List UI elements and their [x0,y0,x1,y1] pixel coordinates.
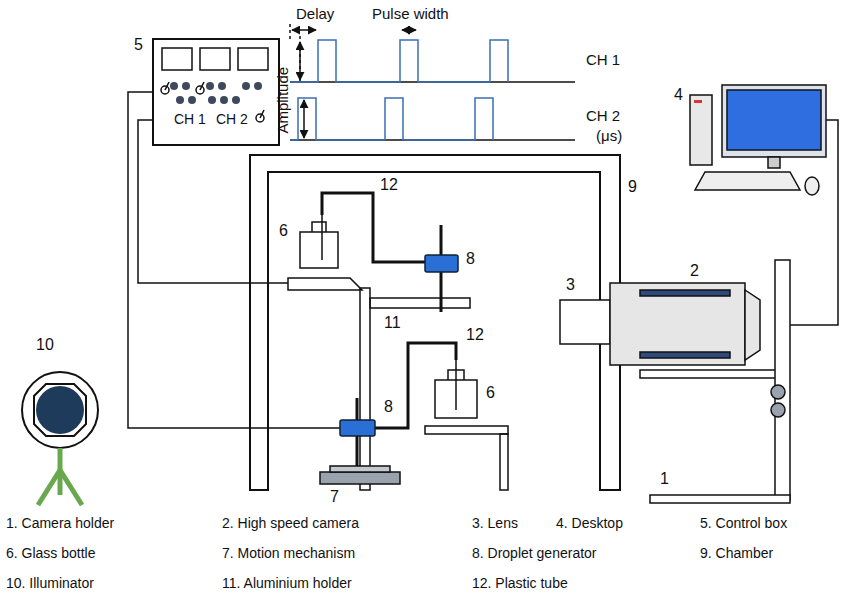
callout-number: 1 [660,470,669,488]
callout-number: 3 [566,276,575,294]
callout-number: 2 [690,262,699,280]
legend-item: 7. Motion mechanism [222,546,355,561]
callout-number: 9 [628,178,637,196]
callout-number: 6 [279,222,288,240]
control-box: CH 1 CH 2 [152,38,280,146]
legend-item: 1. Camera holder [6,516,114,531]
axis-label: Amplitude [275,67,292,134]
callout-number: 5 [134,36,143,54]
legend-item: 5. Control box [700,516,787,531]
callout-number: 6 [486,384,495,402]
callout-number: 12 [466,326,484,344]
legend-item: 11. Aluminium holder [222,576,352,591]
legend-item: 3. Lens [472,516,518,531]
callout-number: 8 [466,250,475,268]
callout-number: 11 [384,314,401,332]
callout-number: 8 [384,398,393,416]
legend-item: 10. Illuminator [6,576,94,591]
signal-label: Delay [296,6,334,23]
legend-item: 6. Glass bottle [6,546,96,561]
legend-item: 9. Chamber [700,546,773,561]
callout-number: 4 [674,86,683,104]
callout-number: 10 [36,336,54,354]
callout-number: 12 [380,176,398,194]
channel-label: CH 2 [586,108,620,125]
legend-item: 4. Desktop [556,516,623,531]
legend-item: 2. High speed camera [222,516,359,531]
signal-label: Pulse width [372,6,449,23]
axis-label: (μs) [596,128,622,145]
channel-label: CH 1 [174,112,206,127]
legend-item: 8. Droplet generator [472,546,597,561]
legend-item: 12. Plastic tube [472,576,568,591]
channel-label: CH 2 [216,112,248,127]
callout-number: 7 [330,488,339,506]
channel-label: CH 1 [586,52,620,69]
